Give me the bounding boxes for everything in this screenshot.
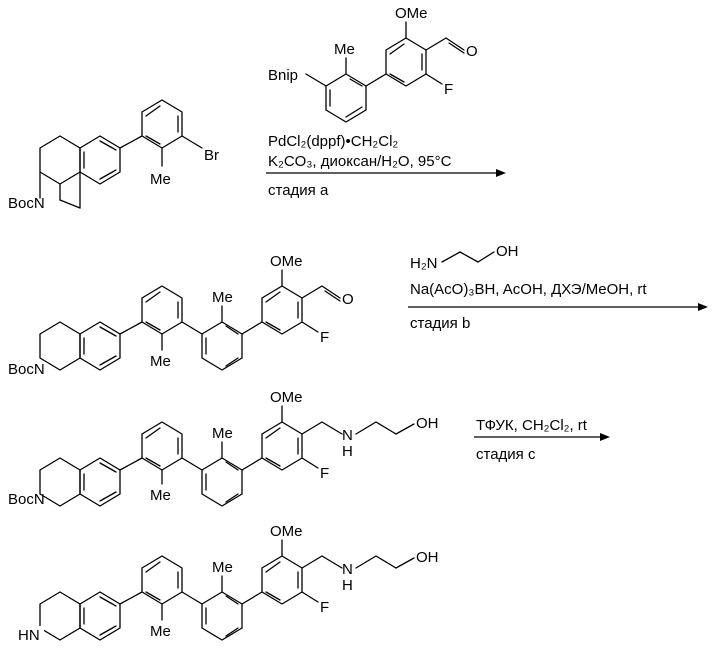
- step-a-arrowhead: [496, 169, 506, 177]
- step-a-conditions: K₂CO₃, диоксан/H₂O, 95°C: [268, 153, 452, 170]
- intermediate-boc-amine: BocN Me Me OMe N H OH F: [8, 389, 439, 508]
- amine-nh2: H₂N: [410, 255, 438, 272]
- bocn-label-2: BocN: [8, 361, 45, 378]
- intermediate-aldehyde: BocN Me Me OMe O F: [8, 253, 354, 378]
- nh-h-label-p: H: [342, 577, 353, 594]
- step-c-conditions: ТФУК, CH₂Cl₂, rt: [476, 417, 588, 434]
- boronate-reagent: Me Bnip OMe O F: [268, 5, 478, 122]
- aldehyde-o-label: O: [466, 43, 478, 60]
- me-label-pa: Me: [150, 623, 171, 640]
- step-c-arrowhead: [600, 433, 610, 441]
- final-product: HN Me Me OMe N H OH F: [16, 523, 439, 644]
- bocn-label: BocN: [8, 195, 45, 212]
- oh-label-p: OH: [416, 549, 439, 566]
- bocn-label-3: BocN: [8, 491, 45, 508]
- f-label-i1: F: [320, 329, 329, 346]
- aldehyde-o-label-i1: O: [342, 291, 354, 308]
- nh-h-label-i2: H: [342, 443, 353, 460]
- me-label-i2a: Me: [150, 487, 171, 504]
- step-a-catalyst: PdCl₂(dppf)•CH₂Cl₂: [268, 133, 398, 150]
- ome-label-i1: OMe: [270, 253, 303, 270]
- amine-oh: OH: [496, 243, 519, 260]
- hn-label: HN: [18, 627, 40, 644]
- f-label-p: F: [320, 599, 329, 616]
- me-label-i2b: Me: [212, 425, 233, 442]
- step-a-label: стадия a: [268, 182, 329, 199]
- bnip-label: Bnip: [268, 67, 298, 84]
- ome-label-p: OMe: [270, 523, 303, 540]
- starting-material: BocN Me Br: [8, 100, 219, 212]
- step-b-arrowhead: [698, 303, 708, 311]
- step-c: ТФУК, CH₂Cl₂, rt стадия c: [474, 417, 610, 463]
- nh-n-label-p: N: [342, 561, 353, 578]
- step-b-conditions: Na(AcO)₃BH, AcOH, ДХЭ/MeOH, rt: [410, 281, 647, 298]
- f-label-i2: F: [320, 465, 329, 482]
- step-a: PdCl₂(dppf)•CH₂Cl₂ K₂CO₃, диоксан/H₂O, 9…: [266, 133, 506, 199]
- me-label: Me: [334, 41, 355, 58]
- br-label: Br: [204, 147, 219, 164]
- ome-label: OMe: [395, 5, 428, 22]
- nh-n-label-i2: N: [342, 427, 353, 444]
- me-label-sm: Me: [150, 171, 171, 188]
- f-label: F: [444, 81, 453, 98]
- step-b: H₂N OH Na(AcO)₃BH, AcOH, ДХЭ/MeOH, rt ст…: [408, 243, 708, 332]
- me-label-i1b: Me: [212, 289, 233, 306]
- me-label-pb: Me: [212, 559, 233, 576]
- step-b-label: стадия b: [410, 315, 470, 332]
- oh-label-i2: OH: [416, 415, 439, 432]
- step-c-label: стадия c: [476, 446, 536, 463]
- me-label-i1a: Me: [150, 353, 171, 370]
- ome-label-i2: OMe: [270, 389, 303, 406]
